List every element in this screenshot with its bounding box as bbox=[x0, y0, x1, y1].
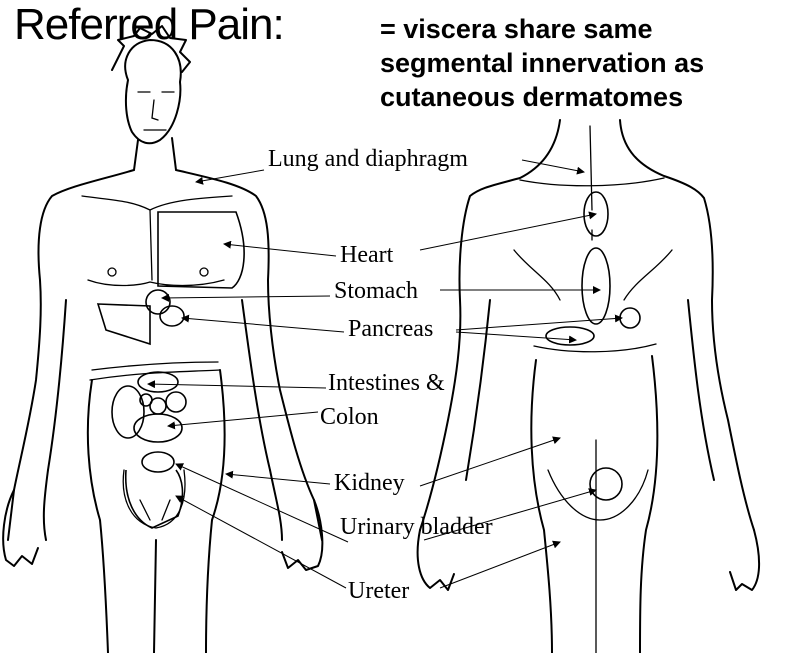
subtitle-line-3: cutaneous dermatomes bbox=[380, 82, 684, 112]
label-arrows bbox=[147, 159, 623, 589]
label-ureter: Ureter bbox=[348, 578, 409, 604]
front-intestines-area bbox=[137, 371, 179, 393]
label-colon: Colon bbox=[320, 404, 379, 430]
back-pancreas-area bbox=[619, 307, 641, 329]
label-kidney: Kidney bbox=[334, 470, 405, 496]
back-organ-areas bbox=[545, 191, 641, 501]
label-lung-diaphragm: Lung and diaphragm bbox=[268, 146, 468, 172]
back-heart-area bbox=[583, 191, 609, 237]
back-kidney-area bbox=[545, 326, 595, 346]
subtitle-line-2: segmental innervation as bbox=[380, 48, 705, 78]
front-pancreas-area bbox=[159, 305, 185, 327]
front-colon-left bbox=[111, 385, 145, 439]
front-stomach-area bbox=[145, 289, 171, 315]
label-heart: Heart bbox=[340, 242, 394, 268]
front-ureter-area bbox=[124, 469, 184, 529]
front-organ-areas bbox=[96, 211, 245, 529]
diagram-subtitle: = viscera share same segmental innervati… bbox=[380, 12, 704, 114]
label-intestines: Intestines & bbox=[328, 370, 445, 396]
front-colon-right bbox=[165, 391, 187, 413]
back-body-figure bbox=[416, 119, 760, 653]
back-stomach-area bbox=[581, 247, 611, 325]
label-urinary-bladder: Urinary bladder bbox=[340, 514, 493, 540]
front-bladder-area bbox=[141, 451, 175, 473]
front-colon-lower bbox=[133, 413, 183, 443]
organ-labels: Lung and diaphragm Heart Stomach Pancrea… bbox=[268, 146, 493, 604]
back-bladder-area bbox=[589, 467, 623, 501]
label-stomach: Stomach bbox=[334, 278, 418, 304]
label-pancreas: Pancreas bbox=[348, 316, 433, 342]
front-heart-area bbox=[157, 211, 245, 289]
front-body-figure bbox=[2, 25, 324, 653]
front-liver-area bbox=[96, 303, 151, 346]
front-colon-mid bbox=[139, 393, 153, 407]
subtitle-line-1: = viscera share same bbox=[380, 14, 653, 44]
